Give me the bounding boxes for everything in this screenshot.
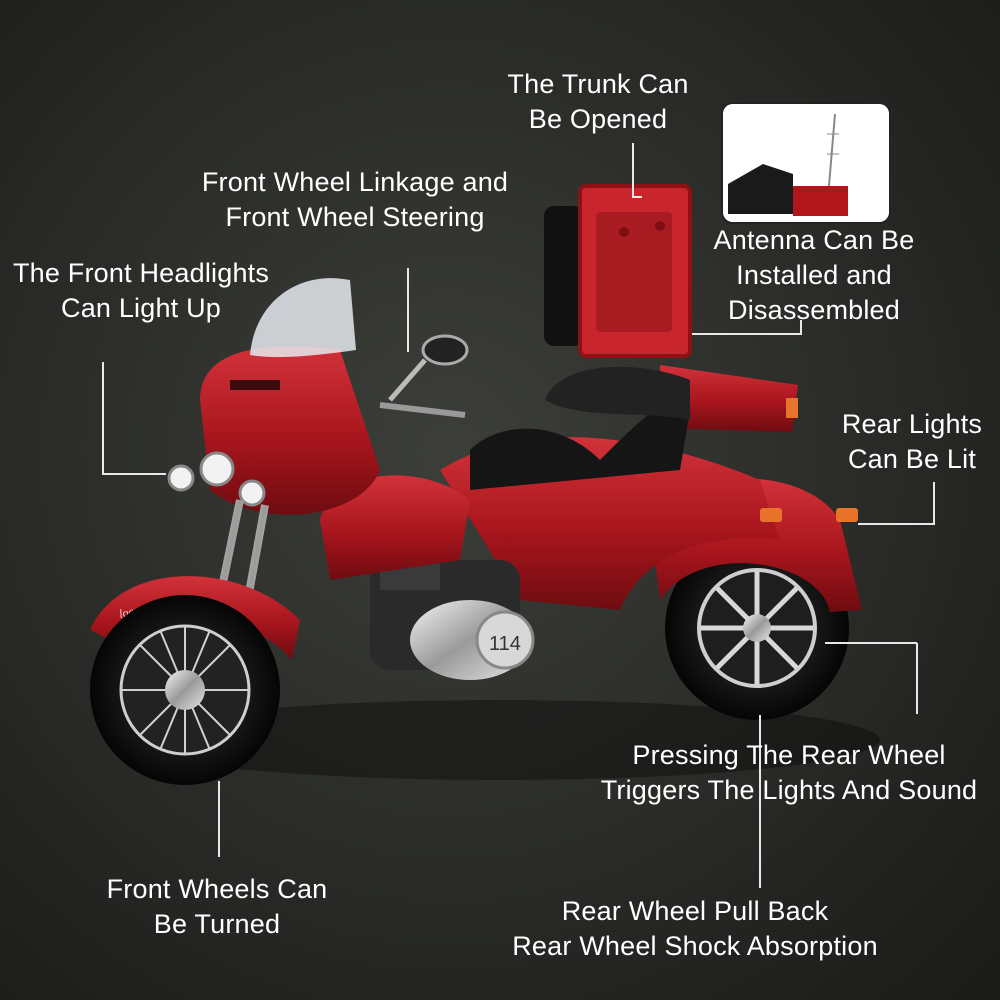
antenna-callout-line-2: Installed and [736, 260, 892, 290]
front-linkage-callout-line-1: Front Wheel Linkage and [201, 167, 509, 197]
front-linkage-callout-line-2: Front Wheel Steering [225, 202, 485, 232]
rear-lights-callout-line-2: Can Be Lit [847, 444, 977, 474]
headlights-callout: The Front Headlights Can Light Up [0, 256, 282, 326]
rear-shock-callout-line-2: Rear Wheel Shock Absorption [512, 931, 878, 961]
trunk-callout-line-1: The Trunk Can [507, 69, 689, 99]
front-wheels-callout: Front Wheels Can Be Turned [90, 872, 344, 942]
rear-wheel-press-callout-line-2: Triggers The Lights And Sound [600, 775, 978, 805]
antenna-callout-line-3: Disassembled [728, 295, 900, 325]
rear-shock-callout-line-1: Rear Wheel Pull Back [561, 896, 829, 926]
front-wheels-callout-line-2: Be Turned [153, 909, 281, 939]
trunk-callout-line-2: Be Opened [528, 104, 668, 134]
rear-wheel-press-callout-line-1: Pressing The Rear Wheel [632, 740, 946, 770]
front-linkage-callout: Front Wheel Linkage and Front Wheel Stee… [180, 165, 530, 235]
rear-lights-callout: Rear Lights Can Be Lit [830, 407, 994, 477]
antenna-callout-line-1: Antenna Can Be [713, 225, 915, 255]
rear-shock-callout: Rear Wheel Pull Back Rear Wheel Shock Ab… [488, 894, 902, 964]
front-wheels-callout-line-1: Front Wheels Can [106, 874, 328, 904]
headlights-callout-line-1: The Front Headlights [12, 258, 270, 288]
rear-lights-callout-line-1: Rear Lights [841, 409, 983, 439]
antenna-callout: Antenna Can Be Installed and Disassemble… [698, 223, 930, 328]
trunk-callout: The Trunk Can Be Opened [478, 67, 718, 137]
antenna-inset-photo [723, 104, 889, 222]
headlights-callout-line-2: Can Light Up [61, 293, 221, 323]
rear-wheel-press-callout: Pressing The Rear Wheel Triggers The Lig… [580, 738, 998, 808]
